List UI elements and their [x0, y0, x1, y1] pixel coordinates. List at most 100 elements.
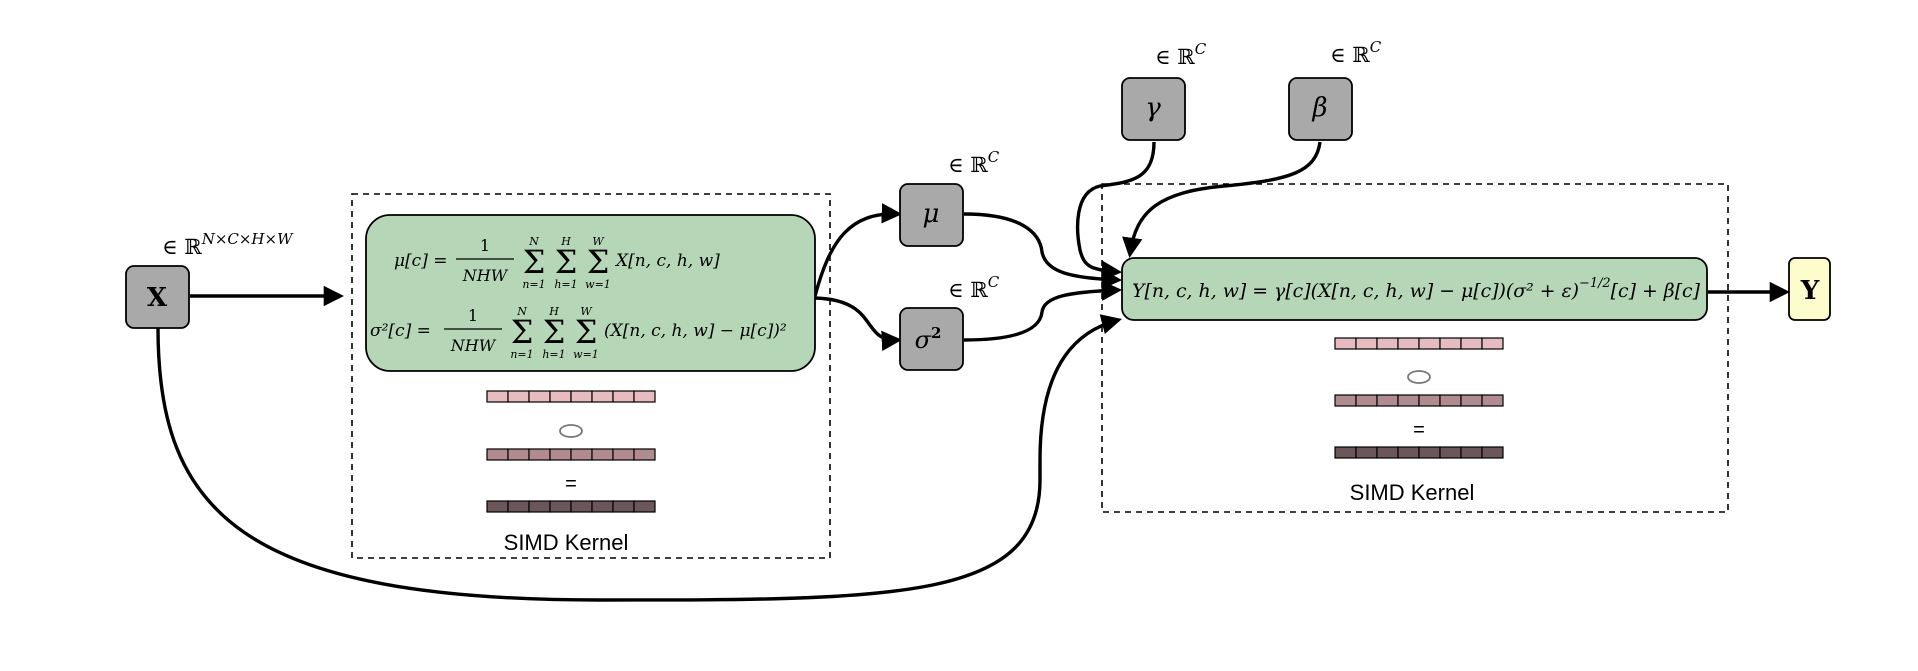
norm-simd-cell — [1481, 337, 1504, 350]
mean-sum-n-bottom: n=1 — [522, 278, 545, 291]
stats-simd-cell — [507, 448, 530, 461]
mean-sum-w-bottom: w=1 — [585, 278, 611, 291]
norm-simd-cell — [1334, 337, 1357, 350]
norm-simd-illustration — [1334, 337, 1504, 459]
stats-simd-eq-symbol: = — [565, 473, 577, 495]
var-sum-h-top: H — [548, 305, 559, 318]
mean-frac-num: 1 — [480, 236, 490, 255]
var-term: (X[n, c, h, w] − μ[c])² — [604, 321, 787, 341]
edge-sigma-to-norm — [963, 280, 1123, 342]
norm-simd-cell — [1460, 337, 1483, 350]
stats-simd-cell — [570, 500, 593, 513]
norm-simd-cell — [1481, 394, 1504, 407]
norm-simd-cell — [1397, 394, 1420, 407]
mean-frac-den: NHW — [462, 266, 509, 285]
norm-simd-cell — [1376, 446, 1399, 459]
var-frac-num: 1 — [468, 306, 478, 325]
beta-node — [1288, 77, 1353, 141]
norm-simd-cell — [1334, 446, 1357, 459]
norm-formula-box — [1121, 257, 1708, 321]
stats-kernel-frame — [351, 193, 831, 559]
mean-sum-w-top: W — [592, 235, 605, 248]
mean-lhs: μ[c] = — [394, 251, 447, 271]
stats-simd-cell — [591, 500, 614, 513]
var-sum-n-bottom: n=1 — [510, 348, 533, 361]
sigma2-annotation: ∈ ℝC — [948, 273, 1000, 302]
stats-simd-caption: SIMD Kernel — [504, 530, 629, 555]
stats-simd-cell — [591, 390, 614, 403]
norm-kernel-frame — [1101, 183, 1729, 513]
edge-gamma-to-norm — [1075, 141, 1156, 282]
stats-simd-cell — [591, 448, 614, 461]
var-sum-h: Σ — [543, 313, 566, 351]
var-lhs: σ²[c] = — [370, 321, 431, 341]
stats-simd-cell — [633, 448, 656, 461]
norm-simd-cell — [1418, 446, 1441, 459]
mean-sum-n: Σ — [523, 243, 546, 281]
mean-sum-h: Σ — [555, 243, 578, 281]
var-sum-n-top: N — [516, 305, 527, 318]
stats-simd-cell — [507, 500, 530, 513]
sigma2-node — [899, 307, 964, 371]
stats-formula-box — [365, 214, 816, 372]
mean-sum-n-top: N — [528, 235, 539, 248]
var-sum-w: Σ — [575, 313, 598, 351]
norm-simd-cell — [1355, 446, 1378, 459]
norm-simd-cell — [1376, 337, 1399, 350]
stats-simd-cell — [528, 448, 551, 461]
x-node — [125, 265, 190, 329]
norm-simd-cell — [1355, 337, 1378, 350]
stats-simd-cell — [549, 448, 572, 461]
edge-stats-to-sigma — [814, 296, 903, 352]
edge-mu-to-norm — [963, 212, 1123, 290]
stats-simd-cell — [549, 500, 572, 513]
var-sum-w-bottom: w=1 — [573, 348, 599, 361]
stats-simd-cell — [486, 448, 509, 461]
gamma-node — [1121, 77, 1186, 141]
beta-annotation: ∈ ℝC — [1330, 38, 1382, 67]
stats-simd-cell — [633, 390, 656, 403]
var-sum-w-top: W — [580, 305, 593, 318]
var-sum-h-bottom: h=1 — [542, 348, 565, 361]
y-node — [1788, 257, 1831, 321]
mean-sum-w: Σ — [587, 243, 610, 281]
stats-simd-cell — [486, 500, 509, 513]
norm-simd-cell — [1397, 337, 1420, 350]
norm-simd-cell — [1439, 337, 1462, 350]
sigma2-node-label: σ2 — [915, 324, 942, 354]
stats-simd-cell — [570, 390, 593, 403]
stats-simd-cell — [528, 390, 551, 403]
norm-simd-cell — [1439, 394, 1462, 407]
stats-simd-cell — [486, 390, 509, 403]
edge-x-to-norm — [156, 314, 1122, 602]
norm-simd-cell — [1355, 394, 1378, 407]
var-sum-n: Σ — [511, 313, 534, 351]
norm-simd-cell — [1376, 394, 1399, 407]
stats-simd-cell — [507, 390, 530, 403]
stats-simd-cell — [633, 500, 656, 513]
norm-simd-caption: SIMD Kernel — [1350, 480, 1475, 505]
stats-simd-illustration — [486, 390, 656, 513]
norm-simd-cell — [1334, 394, 1357, 407]
mean-sum-h-bottom: h=1 — [554, 278, 577, 291]
stats-simd-cell — [549, 390, 572, 403]
stats-simd-cell — [570, 448, 593, 461]
norm-simd-eq-symbol: = — [1413, 419, 1425, 441]
gamma-node-label: γ — [1145, 93, 1161, 123]
stats-simd-cell — [528, 500, 551, 513]
mu-annotation: ∈ ℝC — [948, 148, 1000, 177]
norm-simd-cell — [1460, 394, 1483, 407]
norm-simd-op-symbol — [1407, 370, 1431, 384]
norm-simd-cell — [1481, 446, 1504, 459]
x-annotation: ∈ ℝN×C×H×W — [162, 230, 294, 259]
norm-simd-cell — [1439, 446, 1462, 459]
edge-stats-to-mu — [813, 203, 903, 297]
edge-beta-to-norm — [1122, 141, 1322, 259]
stats-simd-cell — [612, 390, 635, 403]
beta-node-label: β — [1311, 93, 1327, 123]
gamma-annotation: ∈ ℝC — [1155, 40, 1207, 69]
norm-simd-cell — [1418, 394, 1441, 407]
stats-simd-op-symbol — [559, 424, 583, 438]
var-frac-den: NHW — [450, 336, 497, 355]
